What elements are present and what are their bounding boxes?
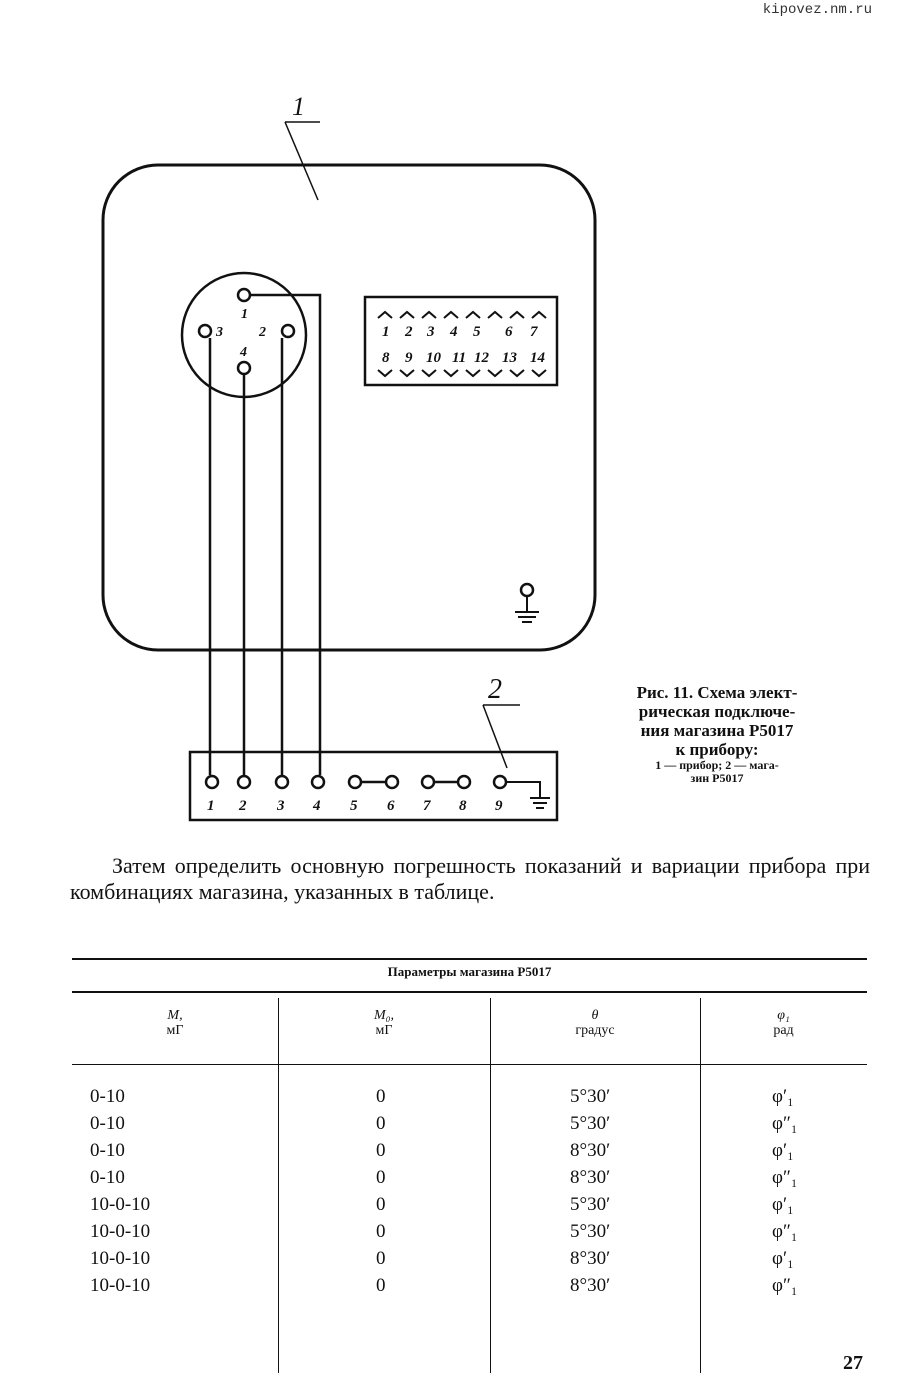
table-cell: 0-10 [90, 1113, 125, 1134]
table-cell: 0 [376, 1167, 386, 1188]
indicator-number: 8 [382, 350, 390, 366]
table-row: 0-10 0 5°30′ φ″₁ [72, 1113, 867, 1140]
table-cell: φ′₁ [772, 1140, 794, 1161]
table-cell: φ″₁ [772, 1113, 798, 1134]
table-cell: 8°30′ [570, 1248, 611, 1269]
table-cell: 5°30′ [570, 1113, 611, 1134]
table-cell: φ′₁ [772, 1194, 794, 1215]
table-cell: 5°30′ [570, 1086, 611, 1107]
table-cell: 0 [376, 1194, 386, 1215]
header-M: M,мГ [166, 1008, 184, 1038]
table-cell: 10-0-10 [90, 1248, 151, 1269]
paragraph-text: Затем определить основную погрешность по… [70, 853, 870, 904]
ground-terminal [506, 781, 550, 809]
table-cell: 0-10 [90, 1140, 125, 1161]
wire-pin1 [250, 293, 322, 775]
table-cell: φ′₁ [772, 1086, 794, 1107]
table-cell: 8°30′ [570, 1140, 611, 1161]
caption-line: ния магазина Р5017 [640, 721, 794, 740]
header-M0: M₀,мГ [373, 1008, 395, 1038]
terminal-number: 5 [350, 798, 358, 814]
table-row: 0-10 0 5°30′ φ′₁ [72, 1086, 867, 1113]
terminal-number: 4 [312, 798, 321, 814]
terminal-number: 1 [207, 798, 215, 814]
wiring-diagram: 1 2 1 2 3 4 1 2 3 4 5 6 7 8 9 10 11 12 1… [101, 92, 597, 822]
table-cell: 5°30′ [570, 1221, 611, 1242]
leader-line-1 [284, 121, 319, 201]
table-row: 10-0-10 0 8°30′ φ″₁ [72, 1275, 867, 1302]
figure-caption: Рис. 11. Схема элект- рическая подключе-… [592, 683, 842, 785]
indicator-number: 9 [405, 350, 413, 366]
indicator-number: 3 [426, 324, 435, 340]
indicator-number: 2 [404, 324, 413, 340]
table-row: 0-10 0 8°30′ φ′₁ [72, 1140, 867, 1167]
device-label: 1 [292, 92, 305, 121]
terminal-number: 7 [423, 798, 431, 814]
table-cell: 0 [376, 1248, 386, 1269]
terminal-number: 8 [459, 798, 467, 814]
indicator-number: 13 [502, 350, 518, 366]
indicator-number: 6 [505, 324, 513, 340]
table-row: 10-0-10 0 8°30′ φ′₁ [72, 1248, 867, 1275]
pin-label: 3 [215, 325, 223, 340]
table-cell: 8°30′ [570, 1275, 611, 1296]
table-cell: φ″₁ [772, 1221, 798, 1242]
table-cell: 0 [376, 1275, 386, 1296]
table-cell: 0 [376, 1221, 386, 1242]
indicator-number: 10 [426, 350, 442, 366]
indicator-panel [363, 295, 559, 387]
indicator-number: 12 [474, 350, 490, 366]
table-row: 0-10 0 8°30′ φ″₁ [72, 1167, 867, 1194]
caption-legend: зин Р5017 [690, 771, 744, 785]
terminal-number: 2 [238, 798, 247, 814]
indicator-number: 4 [449, 324, 458, 340]
ground-icon [515, 596, 539, 623]
terminal-number: 6 [387, 798, 395, 814]
table-title: Параметры магазина Р5017 [387, 964, 552, 979]
table-cell: 0 [376, 1140, 386, 1161]
indicator-number: 14 [530, 350, 546, 366]
box-label: 2 [488, 674, 502, 705]
table-cell: 5°30′ [570, 1194, 611, 1215]
table-cell: 10-0-10 [90, 1194, 151, 1215]
indicator-number: 5 [473, 324, 481, 340]
table-cell: 0 [376, 1086, 386, 1107]
table-cell: 8°30′ [570, 1167, 611, 1188]
indicator-number: 1 [382, 324, 390, 340]
indicator-number: 7 [530, 324, 538, 340]
terminal-number: 3 [276, 798, 285, 814]
table-cell: 10-0-10 [90, 1221, 151, 1242]
indicator-number: 11 [452, 350, 466, 366]
caption-line: Рис. 11. Схема элект- [636, 683, 798, 702]
body-paragraph: Затем определить основную погрешность по… [70, 853, 870, 905]
table-row: 10-0-10 0 5°30′ φ″₁ [72, 1221, 867, 1248]
caption-line: к прибору: [675, 740, 759, 759]
site-watermark: kipovez.nm.ru [762, 2, 872, 18]
caption-legend: 1 — прибор; 2 — мага- [655, 758, 779, 772]
leader-line-2 [482, 704, 508, 769]
pin-label: 2 [258, 325, 266, 340]
table-cell: 0-10 [90, 1167, 125, 1188]
terminal-box [188, 750, 559, 822]
device-outline [101, 163, 597, 652]
terminal-number: 9 [495, 798, 503, 814]
table-cell: φ′₁ [772, 1248, 794, 1269]
table-row: 10-0-10 0 5°30′ φ′₁ [72, 1194, 867, 1221]
table-cell: φ″₁ [772, 1167, 798, 1188]
table-cell: 0 [376, 1113, 386, 1134]
table-cell: 0-10 [90, 1086, 125, 1107]
pin-label: 4 [239, 345, 247, 360]
table-cell: 10-0-10 [90, 1275, 151, 1296]
page-number: 27 [843, 1352, 863, 1374]
caption-line: рическая подключе- [638, 702, 796, 721]
pin-label: 1 [241, 307, 248, 322]
table-cell: φ″₁ [772, 1275, 798, 1296]
